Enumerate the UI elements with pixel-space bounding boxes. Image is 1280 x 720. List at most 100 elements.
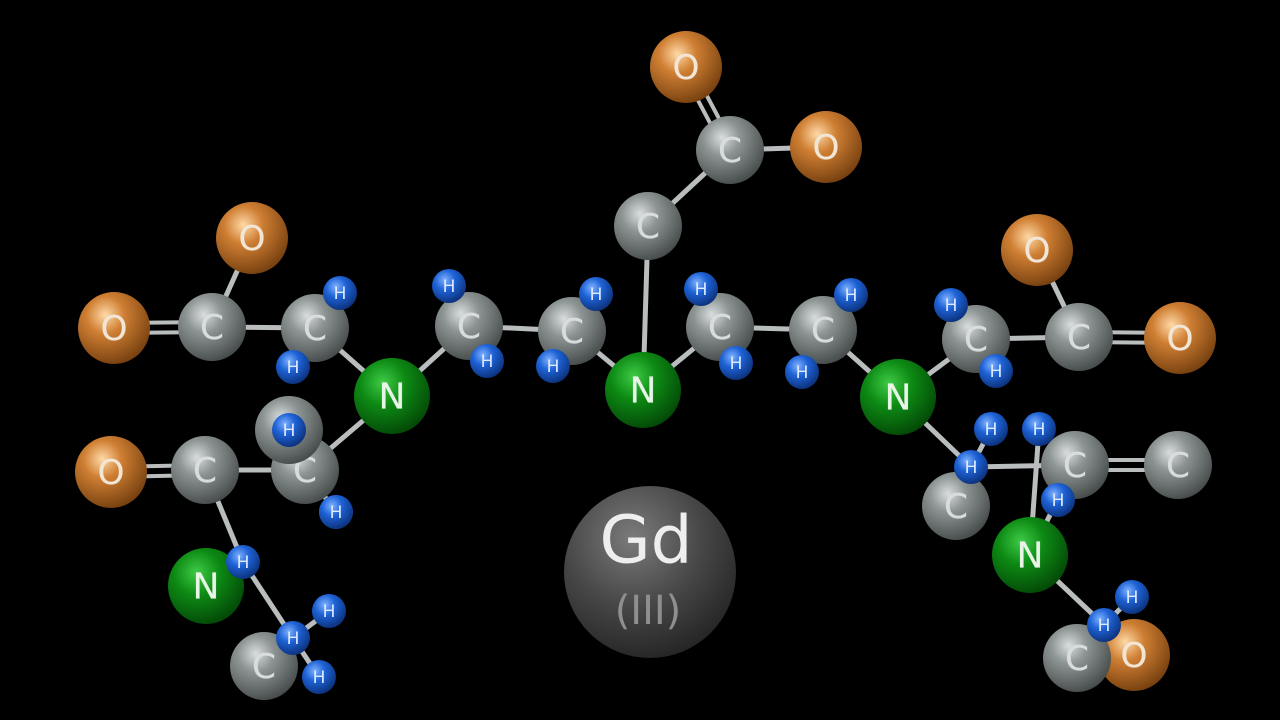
carbon-atom: C [1043, 624, 1111, 692]
carbon-label: C [1067, 318, 1091, 358]
hydrogen-label: H [965, 458, 978, 478]
hydrogen-atom: H [684, 272, 718, 306]
carbon-atom: C [178, 293, 246, 361]
hydrogen-label: H [945, 296, 958, 316]
hydrogen-atom: H [719, 346, 753, 380]
hydrogen-sphere [323, 276, 357, 310]
carbon-label: C [718, 131, 742, 171]
hydrogen-sphere [302, 660, 336, 694]
hydrogen-label: H [283, 421, 296, 441]
nitrogen-sphere [605, 352, 681, 428]
gadolinium-ion: Gd (III) [564, 486, 736, 658]
hydrogen-atom: H [276, 350, 310, 384]
carbon-sphere [1043, 624, 1111, 692]
oxygen-atom: O [650, 31, 722, 103]
carbon-atom: C [1144, 431, 1212, 499]
nitrogen-atom: N [605, 352, 681, 428]
hydrogen-label: H [443, 277, 456, 297]
oxygen-sphere [1001, 214, 1073, 286]
carbon-sphere [686, 293, 754, 361]
carbon-label: C [944, 487, 968, 527]
hydrogen-sphere [954, 450, 988, 484]
hydrogen-sphere [974, 412, 1008, 446]
carbon-label: C [1063, 446, 1087, 486]
hydrogen-label: H [1052, 491, 1065, 511]
hydrogen-atom: H [954, 450, 988, 484]
oxygen-sphere [790, 111, 862, 183]
hydrogen-sphere [276, 350, 310, 384]
hydrogen-atom: H [276, 621, 310, 655]
carbon-sphere [1041, 431, 1109, 499]
oxygen-label: O [1121, 636, 1148, 676]
hydrogen-atom: H [319, 495, 353, 529]
hydrogen-sphere [536, 349, 570, 383]
hydrogen-atom: H [1022, 412, 1056, 446]
atoms-layer: OCOCOCOCNCCNCCNCCOCOCNCCOCOCNCCHHHHHHHHH… [75, 31, 1216, 700]
oxygen-label: O [239, 219, 266, 259]
carbon-sphere [614, 192, 682, 260]
gadolinium-oxidation-state: (III) [615, 588, 682, 634]
nitrogen-atom: N [354, 358, 430, 434]
hydrogen-atom: H [979, 354, 1013, 388]
nitrogen-sphere [992, 517, 1068, 593]
oxygen-sphere [78, 292, 150, 364]
oxygen-sphere [650, 31, 722, 103]
oxygen-atom: O [78, 292, 150, 364]
carbon-atom: C [922, 472, 990, 540]
carbon-atom: C [696, 116, 764, 184]
hydrogen-atom: H [302, 660, 336, 694]
hydrogen-label: H [547, 357, 560, 377]
oxygen-atom: O [790, 111, 862, 183]
carbon-sphere [435, 292, 503, 360]
hydrogen-label: H [287, 629, 300, 649]
hydrogen-atom: H [226, 545, 260, 579]
nitrogen-label: N [1017, 536, 1044, 577]
carbon-sphere [922, 472, 990, 540]
oxygen-atom: O [216, 202, 288, 274]
carbon-sphere [696, 116, 764, 184]
carbon-sphere [789, 296, 857, 364]
carbon-label: C [811, 311, 835, 351]
hydrogen-sphere [684, 272, 718, 306]
hydrogen-label: H [1033, 420, 1046, 440]
carbon-label: C [708, 308, 732, 348]
carbon-label: C [636, 207, 660, 247]
oxygen-atom: O [1001, 214, 1073, 286]
carbon-atom: C [171, 436, 239, 504]
hydrogen-sphere [979, 354, 1013, 388]
hydrogen-atom: H [974, 412, 1008, 446]
carbon-sphere [281, 294, 349, 362]
hydrogen-atom: H [934, 288, 968, 322]
hydrogen-sphere [1087, 608, 1121, 642]
hydrogen-label: H [796, 363, 809, 383]
carbon-atom: C [686, 293, 754, 361]
carbon-label: C [193, 451, 217, 491]
carbon-atom: C [281, 294, 349, 362]
carbon-label: C [303, 309, 327, 349]
oxygen-sphere [75, 436, 147, 508]
carbon-sphere [171, 436, 239, 504]
carbon-atom: C [1045, 303, 1113, 371]
oxygen-label: O [98, 453, 125, 493]
hydrogen-label: H [237, 553, 250, 573]
nitrogen-sphere [860, 359, 936, 435]
hydrogen-label: H [287, 358, 300, 378]
oxygen-sphere [216, 202, 288, 274]
oxygen-label: O [1024, 231, 1051, 271]
oxygen-label: O [101, 309, 128, 349]
hydrogen-atom: H [1087, 608, 1121, 642]
carbon-label: C [1166, 446, 1190, 486]
oxygen-label: O [673, 48, 700, 88]
nitrogen-atom: N [860, 359, 936, 435]
hydrogen-label: H [1126, 588, 1139, 608]
carbon-label: C [457, 307, 481, 347]
carbon-label: C [560, 312, 584, 352]
nitrogen-label: N [379, 377, 406, 418]
carbon-atom: C [1041, 431, 1109, 499]
hydrogen-label: H [730, 354, 743, 374]
hydrogen-atom: H [272, 413, 306, 447]
nitrogen-label: N [885, 378, 912, 419]
hydrogen-label: H [845, 286, 858, 306]
